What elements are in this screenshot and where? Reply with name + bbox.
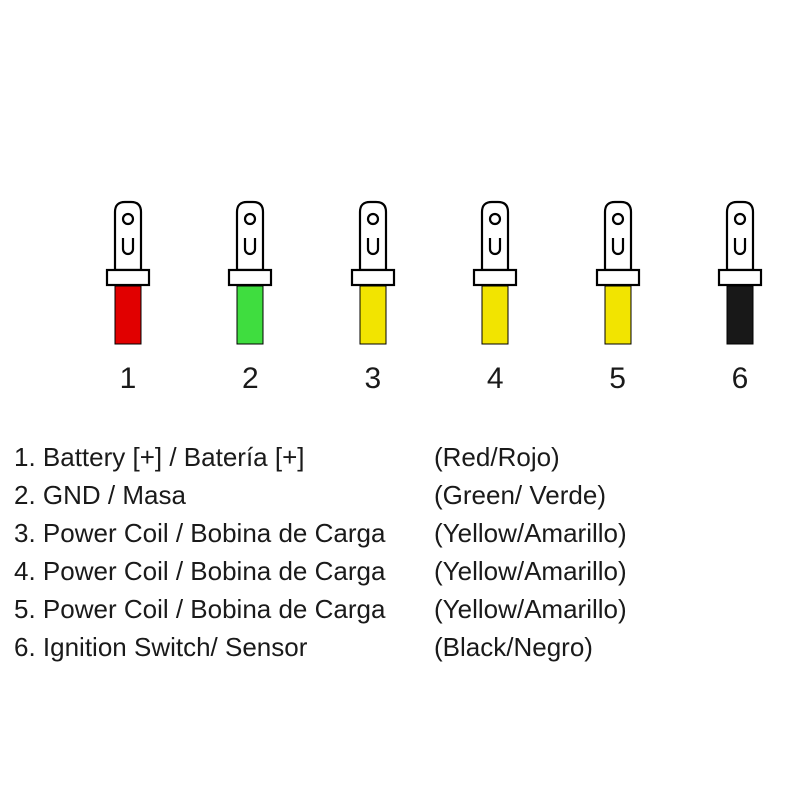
wire-sleeve	[236, 285, 264, 345]
connector-number: 6	[731, 362, 749, 395]
legend-color: (Green/ Verde)	[434, 480, 606, 510]
terminal-base	[350, 268, 395, 287]
legend-color: (Red/Rojo)	[434, 442, 560, 472]
legend-row: 4. Power Coil / Bobina de Carga (Yellow/…	[14, 552, 800, 590]
terminal-slot	[244, 238, 257, 256]
terminal-hole	[121, 212, 135, 226]
terminal-slot	[733, 238, 747, 256]
legend-color: (Yellow/Amarillo)	[434, 556, 627, 586]
spade-terminal-icon	[717, 200, 763, 345]
legend-label: 4. Power Coil / Bobina de Carga	[14, 556, 386, 586]
legend-row: 1. Battery [+] / Batería [+] (Red/Rojo)	[14, 438, 800, 476]
legend-label: 3. Power Coil / Bobina de Carga	[14, 518, 386, 548]
terminal-slot	[366, 238, 379, 256]
wire-sleeve	[359, 285, 387, 345]
terminal-base	[595, 268, 640, 287]
spade-terminal-icon	[105, 200, 151, 345]
connector-5: 5	[588, 198, 648, 396]
wire-sleeve	[481, 285, 509, 345]
spade-terminal-icon	[595, 200, 640, 345]
connector-number: 1	[119, 362, 137, 395]
legend-label: 1. Battery [+] / Batería [+]	[14, 442, 305, 472]
terminal-hole	[489, 212, 502, 226]
legend-row: 6. Ignition Switch/ Sensor (Black/Negro)	[14, 628, 800, 666]
terminal-slot	[489, 238, 502, 256]
terminal-hole	[244, 212, 257, 226]
terminal-base	[105, 268, 151, 287]
terminal-base	[228, 268, 273, 287]
legend-color: (Yellow/Amarillo)	[434, 518, 627, 548]
terminal-hole	[733, 212, 747, 226]
terminal-slot	[611, 238, 624, 256]
legend: 1. Battery [+] / Batería [+] (Red/Rojo) …	[14, 438, 800, 666]
wire-sleeve	[114, 285, 142, 345]
spade-terminal-icon	[473, 200, 518, 345]
legend-row: 3. Power Coil / Bobina de Carga (Yellow/…	[14, 514, 800, 552]
wire-sleeve	[726, 285, 754, 345]
connector-number: 4	[486, 362, 504, 395]
connector-row: 1 2 3	[98, 198, 770, 396]
terminal-base	[473, 268, 518, 287]
legend-label: 5. Power Coil / Bobina de Carga	[14, 594, 386, 624]
connector-3: 3	[343, 198, 403, 396]
spade-terminal-icon	[228, 200, 273, 345]
legend-color: (Yellow/Amarillo)	[434, 594, 627, 624]
legend-label: 6. Ignition Switch/ Sensor	[14, 632, 308, 662]
connector-2: 2	[220, 198, 280, 396]
legend-row: 5. Power Coil / Bobina de Carga (Yellow/…	[14, 590, 800, 628]
terminal-base	[717, 268, 763, 287]
terminal-hole	[366, 212, 379, 226]
terminal-slot	[121, 238, 135, 256]
wire-sleeve	[604, 285, 632, 345]
connector-1: 1	[98, 198, 158, 396]
terminal-hole	[611, 212, 624, 226]
legend-row: 2. GND / Masa (Green/ Verde)	[14, 476, 800, 514]
connector-4: 4	[465, 198, 525, 396]
connector-6: 6	[710, 198, 770, 396]
connector-number: 2	[242, 362, 259, 395]
connector-number: 3	[364, 362, 382, 395]
legend-label: 2. GND / Masa	[14, 480, 186, 510]
spade-terminal-icon	[350, 200, 395, 345]
legend-color: (Black/Negro)	[434, 632, 593, 662]
connector-number: 5	[609, 362, 626, 395]
